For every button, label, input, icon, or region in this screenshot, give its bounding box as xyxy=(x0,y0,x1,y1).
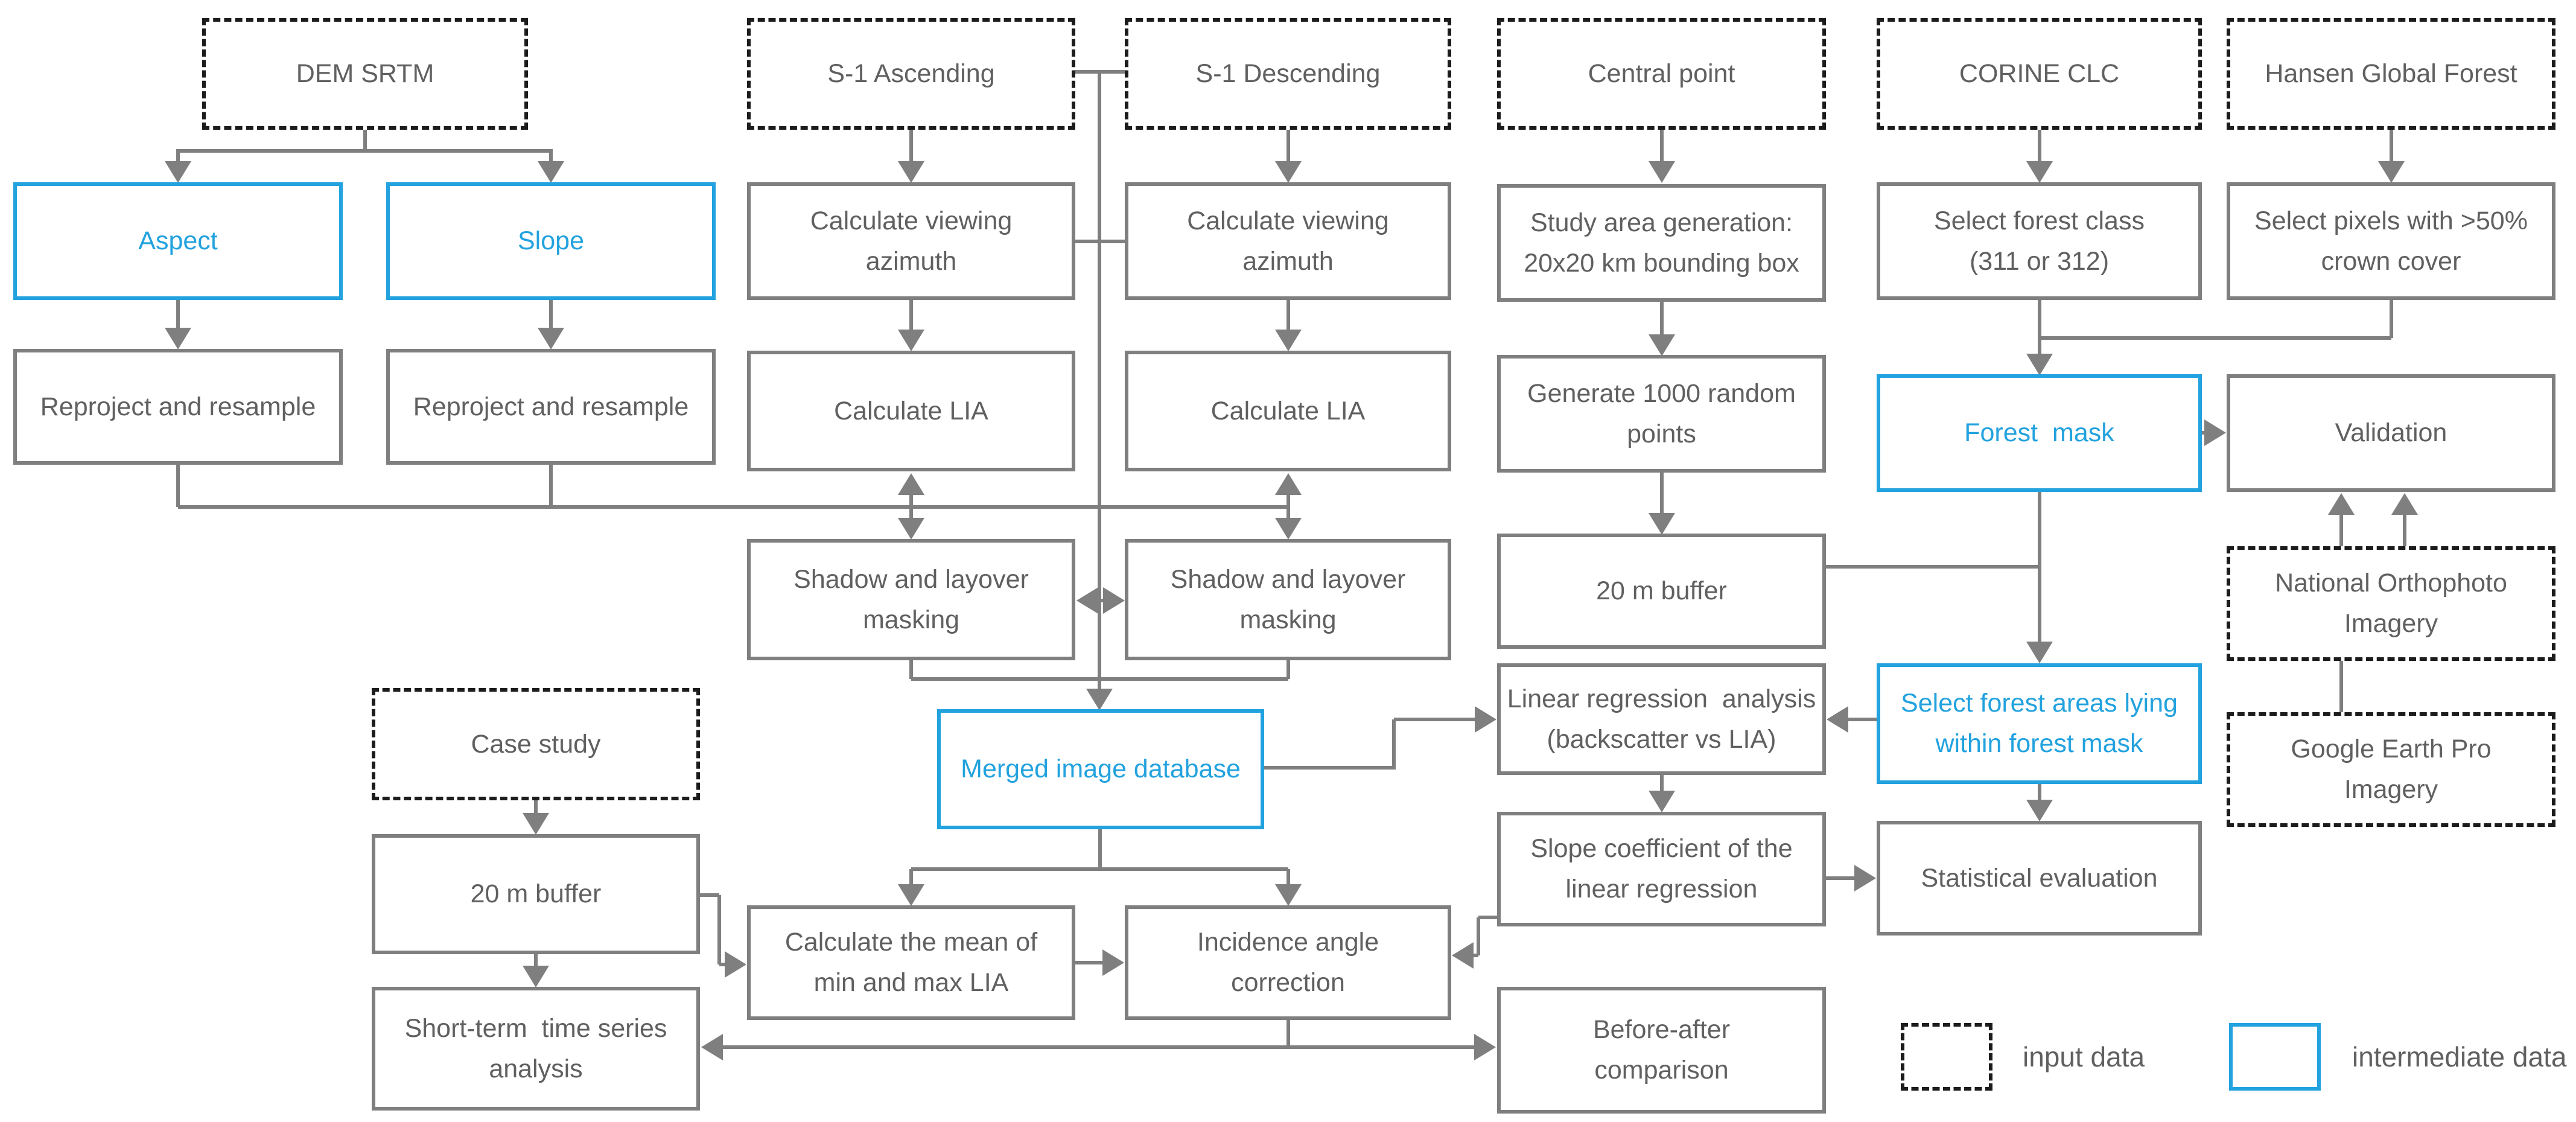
node-validation: Validation xyxy=(2227,374,2555,492)
node-shadow-layover-masking-asc: Shadow and layover masking xyxy=(747,539,1075,660)
arrowhead-down xyxy=(523,813,549,835)
node-calculate-lia-desc: Calculate LIA xyxy=(1125,351,1451,471)
arrowhead-right xyxy=(2204,419,2226,446)
node-calc-viewing-azimuth-desc: Calculate viewing azimuth xyxy=(1125,182,1451,300)
node-dem-srtm: DEM SRTM xyxy=(202,18,528,130)
node-reproject-resample-1: Reproject and resample xyxy=(13,349,343,465)
legend-intermediate-data-swatch xyxy=(2229,1023,2321,1091)
node-20m-buffer-points: 20 m buffer xyxy=(1497,534,1826,649)
node-short-term-time-series: Short-term time series analysis xyxy=(372,987,700,1111)
arrowhead-down xyxy=(898,161,924,183)
node-google-earth-pro-imagery: Google Earth Pro Imagery xyxy=(2227,712,2555,827)
node-s1-descending: S-1 Descending xyxy=(1125,18,1451,130)
arrowhead-down xyxy=(2026,354,2053,375)
arrowheads xyxy=(165,161,2418,1060)
arrowhead-up xyxy=(2391,493,2418,515)
arrowhead-right xyxy=(1854,865,1876,891)
arrowhead-down xyxy=(2026,642,2053,663)
node-generate-random-points: Generate 1000 random points xyxy=(1497,355,1826,473)
arrowhead-up xyxy=(898,473,924,495)
arrowhead-down xyxy=(165,161,191,183)
arrowhead-up xyxy=(1275,473,1302,495)
arrowhead-down xyxy=(523,966,549,987)
arrowhead-down xyxy=(538,328,564,349)
node-forest-mask: Forest mask xyxy=(1877,374,2202,492)
arrowhead-right xyxy=(1103,587,1125,614)
node-statistical-evaluation: Statistical evaluation xyxy=(1877,821,2202,936)
arrowhead-up xyxy=(2328,493,2355,515)
arrowhead-down xyxy=(2026,800,2053,821)
arrowhead-down xyxy=(898,518,924,540)
node-study-area-generation: Study area generation: 20x20 km bounding… xyxy=(1497,184,1826,302)
node-corine-clc: CORINE CLC xyxy=(1877,18,2202,130)
node-central-point: Central point xyxy=(1497,18,1826,130)
arrowhead-down xyxy=(1649,161,1675,183)
arrowhead-down xyxy=(1275,330,1302,351)
node-select-forest-areas: Select forest areas lying within forest … xyxy=(1877,663,2202,784)
node-slope-coefficient: Slope coefficient of the linear regressi… xyxy=(1497,812,1826,926)
arrowhead-down xyxy=(1649,513,1675,535)
arrowhead-left xyxy=(1827,706,1848,733)
node-calculate-mean-lia: Calculate the mean of min and max LIA xyxy=(747,905,1075,1020)
arrowhead-down xyxy=(165,328,191,349)
node-aspect: Aspect xyxy=(13,182,343,300)
node-before-after-comparison: Before-after comparison xyxy=(1497,987,1826,1114)
node-select-forest-class: Select forest class (311 or 312) xyxy=(1877,182,2202,300)
node-national-orthophoto-imagery: National Orthophoto Imagery xyxy=(2227,546,2555,661)
legend-input-data-swatch xyxy=(1901,1023,1992,1091)
node-hansen-global-forest: Hansen Global Forest xyxy=(2227,18,2555,130)
arrowhead-right xyxy=(1102,949,1124,976)
node-calculate-lia-asc: Calculate LIA xyxy=(747,351,1075,471)
legend-intermediate-data-label: intermediate data xyxy=(2352,1041,2567,1073)
node-slope: Slope xyxy=(386,182,716,300)
arrowhead-down xyxy=(898,884,924,906)
arrowhead-right xyxy=(1474,1034,1496,1060)
node-shadow-layover-masking-desc: Shadow and layover masking xyxy=(1125,539,1451,660)
node-calc-viewing-azimuth-asc: Calculate viewing azimuth xyxy=(747,182,1075,300)
arrowhead-down xyxy=(1275,518,1302,540)
arrowhead-left xyxy=(1077,587,1098,614)
node-20m-buffer-case: 20 m buffer xyxy=(372,834,700,954)
arrowhead-down xyxy=(1275,884,1302,906)
arrowhead-down xyxy=(1275,161,1302,183)
arrowhead-down xyxy=(538,161,564,183)
arrowhead-down xyxy=(1649,791,1675,812)
arrowhead-down xyxy=(2378,161,2405,183)
node-case-study: Case study xyxy=(372,688,700,800)
arrowhead-down xyxy=(1649,334,1675,356)
node-incidence-angle-correction: Incidence angle correction xyxy=(1125,905,1451,1020)
arrowhead-down xyxy=(2026,161,2053,183)
node-select-pixels-crown-cover: Select pixels with >50% crown cover xyxy=(2227,182,2555,300)
arrowhead-right xyxy=(725,951,746,978)
arrowhead-right xyxy=(1475,706,1496,733)
node-merged-image-database: Merged image database xyxy=(937,709,1264,829)
arrowhead-down xyxy=(898,330,924,351)
legend-input-data-label: input data xyxy=(2023,1041,2145,1073)
node-s1-ascending: S-1 Ascending xyxy=(747,18,1075,130)
node-linear-regression-analysis: Linear regression analysis (backscatter … xyxy=(1497,663,1826,775)
node-reproject-resample-2: Reproject and resample xyxy=(386,349,716,465)
arrowhead-down xyxy=(1086,689,1113,710)
arrowhead-left xyxy=(701,1034,723,1060)
arrowhead-left xyxy=(1452,942,1474,969)
